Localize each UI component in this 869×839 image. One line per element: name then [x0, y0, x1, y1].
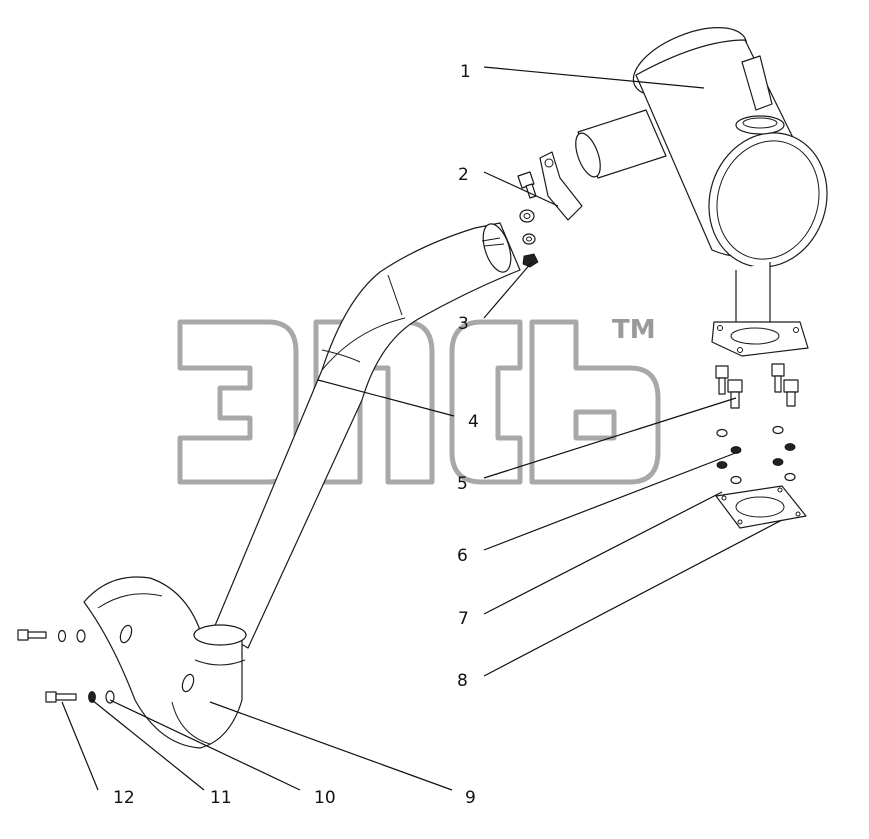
- washers-and-nut: [519, 209, 539, 268]
- callout-9: 9: [465, 788, 476, 808]
- clamp: [517, 151, 583, 221]
- watermark-logo: TM: [177, 315, 661, 485]
- trademark-symbol: TM: [612, 315, 656, 345]
- callout-4: 4: [468, 412, 479, 432]
- callout-10: 10: [314, 788, 336, 808]
- callout-1: 1: [460, 62, 471, 82]
- lock-washers: [716, 425, 796, 454]
- callout-labels: 1 2 3 4 5 6 7 8 9 10 11 12: [113, 62, 479, 808]
- flat-washers: [716, 458, 796, 485]
- callout-8: 8: [457, 671, 468, 691]
- muffler: [575, 27, 828, 357]
- callout-6: 6: [457, 546, 468, 566]
- callout-7: 7: [458, 609, 469, 629]
- exhaust-pipe: [213, 222, 521, 649]
- flange-gasket: [715, 485, 807, 529]
- leader-lines: [61, 66, 783, 791]
- elbow-fasteners: [17, 629, 115, 704]
- callout-11: 11: [210, 788, 232, 808]
- callout-2: 2: [458, 165, 469, 185]
- callout-5: 5: [457, 474, 468, 494]
- exhaust-elbow: [83, 576, 247, 749]
- callout-12: 12: [113, 788, 135, 808]
- flange-bolts: [715, 363, 799, 409]
- callout-3: 3: [458, 314, 469, 334]
